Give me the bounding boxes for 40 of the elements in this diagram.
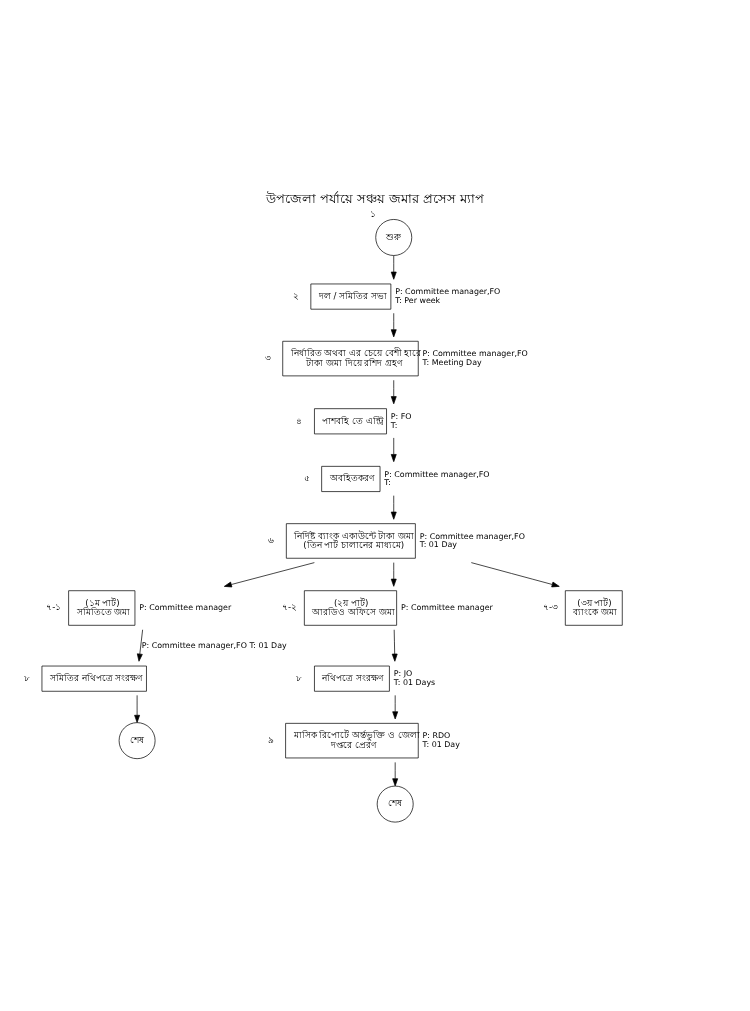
- node-box: মাসিক রিপোর্টে অর্ন্তভুক্তি ও জেলা দপ্তরে প্রেরণ: [285, 722, 419, 758]
- node-label: ৮: [23, 672, 30, 683]
- arrow: [390, 561, 397, 587]
- node-box: দল / সমিতির সভা: [310, 283, 392, 310]
- node-label: ১: [369, 208, 376, 219]
- arrow: [390, 437, 397, 462]
- arrow: [390, 312, 397, 337]
- arrow: [391, 628, 398, 662]
- node-label: ৮: [296, 672, 303, 683]
- node-label: ২: [292, 290, 299, 301]
- arrow: [390, 254, 397, 280]
- node-box: নির্ধারিত অথবা এর চেয়ে বেশী হারে টাকা জমা দিয়ে রশিদ গ্রহণ: [282, 340, 419, 376]
- arrow: [136, 628, 143, 662]
- node-box: পাশবহি তে এন্ট্রি: [314, 407, 387, 434]
- node-box: (১ম পার্ট) সমিতিতে জমা: [68, 589, 136, 626]
- arrow: [390, 379, 397, 404]
- arrow: [390, 494, 397, 520]
- node-circle: শেষ: [118, 721, 156, 759]
- node-box: নির্দিষ্ট ব্যাংক একাউন্টে টাকা জমা (তিন পার্ট চালানের মাধ্যমে): [285, 522, 416, 559]
- node-label: ৫: [303, 472, 310, 483]
- node-box: সমিতির নথিপত্রে সংরক্ষণ: [41, 665, 147, 692]
- node-box: অবহিতকরণ: [321, 465, 381, 492]
- node-label: ৭-২: [282, 601, 298, 612]
- arrow: [134, 694, 140, 723]
- node-label: ৯: [267, 734, 274, 745]
- node-label: ৭-১: [46, 601, 62, 612]
- node-circle: শেষ: [376, 785, 414, 822]
- node-box: (২য় পার্ট) আরডিও অফিসে জমা: [304, 589, 397, 626]
- arrow: [392, 761, 399, 786]
- node-circle: শুরু: [375, 218, 413, 256]
- node-box: (৩য় পার্ট) ব্যাংকে জমা: [564, 589, 623, 626]
- node-label: ৭-৩: [542, 601, 559, 612]
- node-box: নথিপত্রে সংরক্ষণ: [314, 665, 390, 692]
- diagram-title: উপজেলা পর্যায়ে সঞ্চয় জমার প্রসেস ম্যাপ: [265, 190, 485, 206]
- arrow: [470, 561, 560, 587]
- node-label: ৩: [264, 352, 271, 363]
- node-label: ৬: [268, 534, 275, 545]
- arrow: [223, 561, 315, 587]
- node-label: ৪: [296, 415, 303, 426]
- arrow: [392, 694, 399, 719]
